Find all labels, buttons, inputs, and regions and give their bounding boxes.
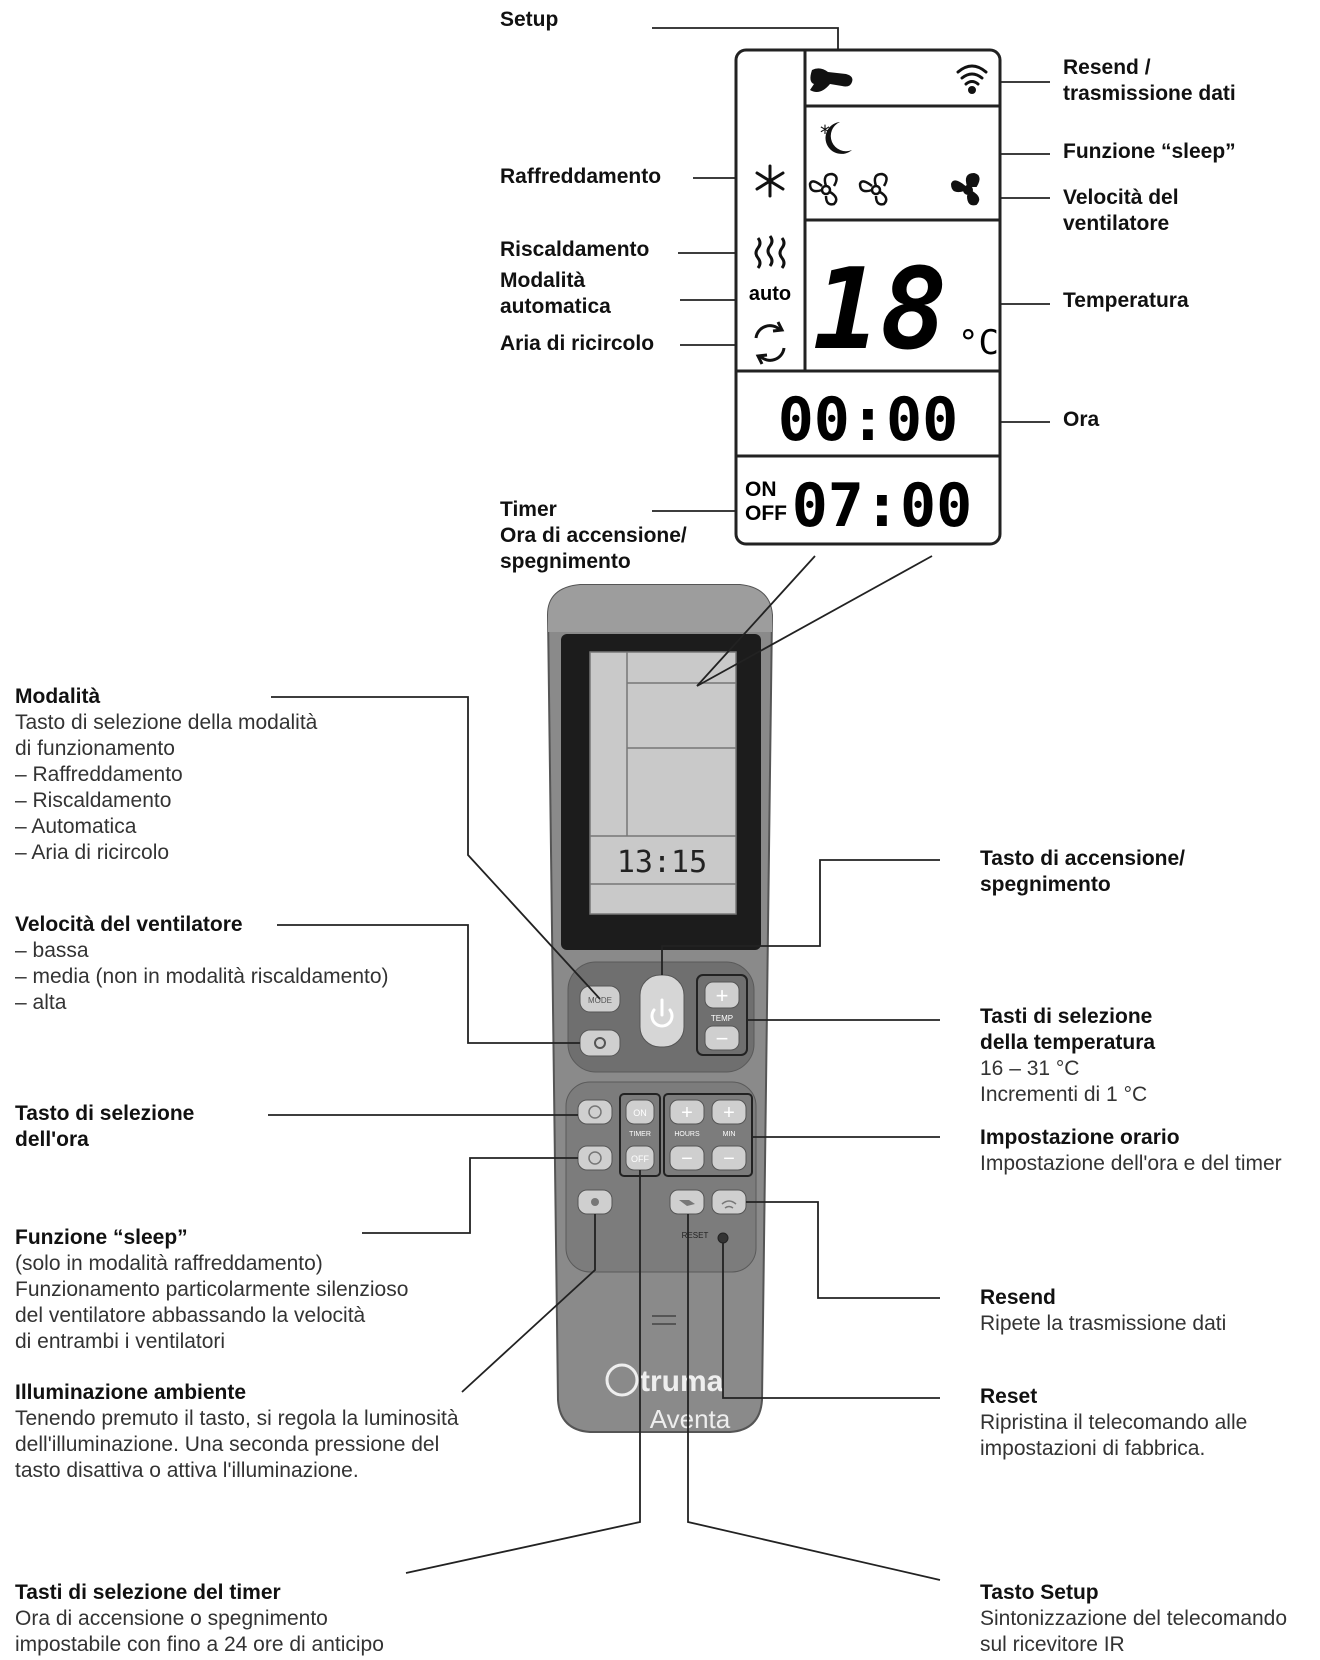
- resend-signal-icon: [721, 1200, 737, 1209]
- callout-resend-top: Resend /trasmissione dati: [1063, 56, 1236, 105]
- fan-icon: [594, 1037, 606, 1049]
- min-minus-label: −: [723, 1148, 735, 1170]
- light-icon: [591, 1198, 599, 1206]
- mode-button-label: MODE: [588, 996, 612, 1005]
- hours-plus-label: +: [681, 1102, 693, 1124]
- hours-plus-button[interactable]: [669, 1099, 705, 1125]
- callout-sleep-top: Funzione “sleep”: [1063, 140, 1236, 163]
- label-clock-set: Impostazione orario Impostazione dell'or…: [980, 1126, 1282, 1175]
- clock-icon: [588, 1105, 602, 1119]
- callout-temperature: Temperatura: [1063, 289, 1189, 312]
- remote-body: 13:15 MODE + TEMP − ON TIMER OFF: [546, 584, 774, 1434]
- sleep-icon: [588, 1151, 602, 1165]
- auto-mode-label: auto: [749, 283, 791, 305]
- star-icon: *: [820, 121, 830, 145]
- timer-on-button-label: ON: [633, 1108, 647, 1118]
- heating-icon: [754, 235, 786, 269]
- label-fan-speed: Velocità del ventilatore – bassa – media…: [15, 913, 389, 1014]
- clock-set-button-group: [663, 1093, 753, 1177]
- temp-plus-label: +: [716, 983, 729, 1008]
- label-resend: Resend Ripete la trasmissione dati: [980, 1286, 1227, 1335]
- label-reset: Reset Ripristina il telecomando alle imp…: [980, 1385, 1248, 1460]
- min-plus-label: +: [723, 1102, 735, 1124]
- wrench-icon: [810, 68, 853, 92]
- hours-minus-label: −: [681, 1148, 693, 1170]
- snowflake-icon: [755, 164, 785, 198]
- timer-off-indicator: OFF: [745, 502, 787, 525]
- lower-button-panel: [565, 1081, 757, 1273]
- timer-readout: 07:00: [792, 471, 973, 541]
- label-power: Tasto di accensione/spegnimento: [980, 847, 1186, 896]
- sleep-button[interactable]: [577, 1145, 613, 1171]
- label-setup-button: Tasto Setup Sintonizzazione del telecoma…: [980, 1581, 1288, 1656]
- temp-minus-label: −: [716, 1026, 729, 1051]
- fan-high-icon: [950, 172, 980, 206]
- callout-cooling: Raffreddamento: [500, 165, 662, 188]
- temp-minus-button[interactable]: [704, 1025, 740, 1051]
- hours-minus-button[interactable]: [669, 1145, 705, 1171]
- callout-time: Ora: [1063, 408, 1100, 431]
- callout-heating: Riscaldamento: [500, 238, 650, 261]
- truma-logo-icon: [605, 1363, 639, 1397]
- temperature-unit: °C: [958, 323, 999, 363]
- hours-label: HOURS: [674, 1131, 700, 1138]
- temp-button-group: [696, 974, 748, 1056]
- temperature-readout: 18: [813, 245, 948, 375]
- label-light: Illuminazione ambiente Tenendo premuto i…: [15, 1381, 459, 1482]
- label-sleep: Funzione “sleep” (solo in modalità raffr…: [15, 1226, 409, 1353]
- callout-recirculation: Aria di ricircolo: [500, 332, 655, 355]
- recirculation-icon: [754, 321, 786, 365]
- lcd-frame: [734, 48, 1002, 546]
- timer-on-button[interactable]: [625, 1099, 655, 1125]
- label-mode: Modalità Tasto di selezione della modali…: [15, 685, 318, 864]
- clock-button[interactable]: [577, 1099, 613, 1125]
- setup-wrench-icon: [679, 1200, 695, 1206]
- brand-logo: truma: [640, 1365, 724, 1398]
- fan-speed-button[interactable]: [579, 1029, 621, 1057]
- timer-button-label: TIMER: [629, 1131, 651, 1138]
- lcd-detail: [734, 48, 1002, 546]
- min-plus-button[interactable]: [711, 1099, 747, 1125]
- reset-label: RESET: [682, 1231, 709, 1240]
- leader-lines: [268, 27, 1050, 1581]
- remote-screen-time: 13:15: [617, 845, 707, 880]
- temp-label: TEMP: [711, 1014, 733, 1023]
- timer-off-button-label: OFF: [631, 1154, 649, 1164]
- power-icon: [650, 998, 674, 1028]
- remote-screen: [589, 651, 737, 915]
- min-label: MIN: [723, 1131, 736, 1138]
- label-timer-buttons: Tasti di selezione del timer Ora di acce…: [15, 1581, 384, 1656]
- resend-button[interactable]: [711, 1189, 747, 1215]
- callout-setup: Setup: [500, 8, 559, 31]
- reset-pinhole[interactable]: [717, 1232, 729, 1244]
- fan-low-icon: [808, 172, 838, 206]
- min-minus-button[interactable]: [711, 1145, 747, 1171]
- temp-plus-button[interactable]: [704, 981, 740, 1009]
- fan-medium-icon: [858, 172, 888, 206]
- clock-readout: 00:00: [778, 385, 959, 455]
- timer-on-indicator: ON: [745, 478, 777, 501]
- sleep-moon-icon: *: [820, 121, 852, 154]
- signal-icon: [956, 64, 988, 94]
- model-name: Aventa: [650, 1404, 731, 1434]
